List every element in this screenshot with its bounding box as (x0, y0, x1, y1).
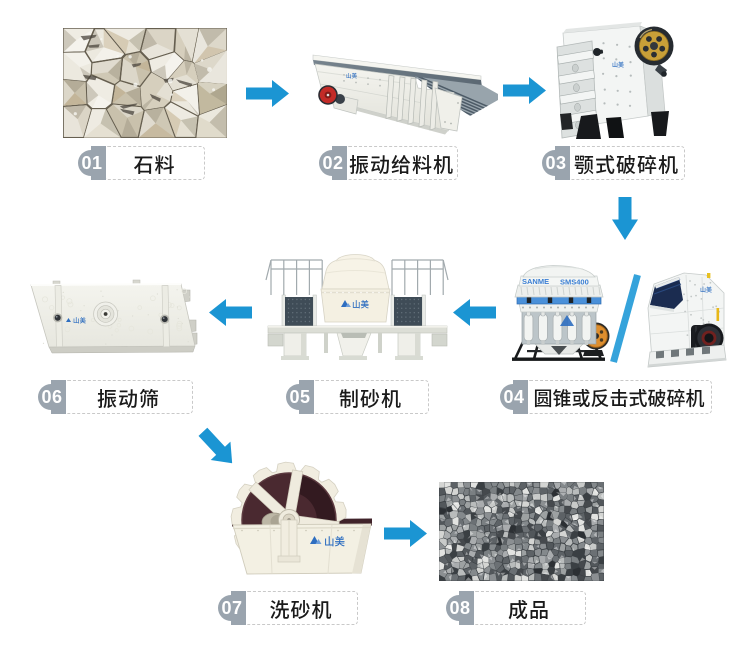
flow-arrow-6-diagonal (198, 427, 233, 464)
sand-washer-illustration: 山美 (230, 461, 372, 575)
cone-crusher-brand-name: SANME (522, 277, 549, 286)
sand-maker-brand-logo: 山美 (352, 299, 370, 311)
step-number-badge (78, 146, 106, 180)
step-number: 01 (81, 152, 103, 173)
step-number-badge (500, 380, 528, 414)
flow-arrow-3-down (612, 197, 638, 240)
finished-product-photo (439, 482, 604, 581)
screen-brand-logo: 山美 (73, 315, 87, 325)
step-number-badge (286, 380, 314, 414)
step-label-text: 成品 (508, 593, 550, 623)
step-label-text: 洗砂机 (269, 593, 333, 623)
step-number: 06 (41, 386, 63, 407)
step-number: 05 (289, 386, 311, 407)
step-label-02: 02 振动给料机 (319, 146, 458, 180)
jaw-crusher-illustration: 山美 (556, 22, 674, 139)
step-number: 04 (503, 386, 525, 407)
flow-arrow-4-left (453, 299, 496, 326)
step-number-badge (218, 591, 246, 625)
step-label-04: 04 圆锥或反击式破碎机 (500, 380, 712, 414)
flow-arrow-7-right (384, 520, 427, 547)
step-label-07: 07 洗砂机 (218, 591, 358, 625)
step-label-text: 振动筛 (97, 382, 160, 412)
step-number-badge (542, 146, 570, 180)
feeder-brand-logo: 山美 (346, 72, 358, 80)
step-number-badge (446, 591, 474, 625)
flow-arrow-1-right (246, 80, 289, 107)
or-separator-slash (610, 274, 641, 363)
step-number-badge (319, 146, 347, 180)
step-number: 07 (221, 597, 243, 618)
step-label-text: 石料 (133, 148, 176, 178)
step-label-05: 05 制砂机 (286, 380, 429, 414)
sand-making-machine-illustration: 山美 (265, 254, 449, 360)
jaw-crusher-brand-logo: 山美 (612, 60, 624, 69)
step-number: 03 (545, 152, 567, 173)
flow-arrow-5-left (209, 299, 252, 326)
step-label-text: 圆锥或反击式破碎机 (533, 383, 705, 411)
impact-crusher-brand-logo: 山美 (700, 285, 712, 294)
step-label-text: 制砂机 (339, 382, 402, 412)
step-label-06: 06 振动筛 (38, 380, 193, 414)
cone-crusher-illustration: SANME SMS400 (512, 265, 610, 361)
step-label-text: 颚式破碎机 (574, 148, 679, 178)
impact-crusher-illustration: 山美 (647, 272, 727, 368)
flow-arrow-2-right (503, 77, 546, 104)
step-number: 08 (449, 597, 471, 618)
sand-washer-brand-logo: 山美 (324, 534, 345, 549)
step-number: 02 (322, 152, 344, 173)
step-label-01: 01 石料 (78, 146, 205, 180)
step-label-08: 08 成品 (446, 591, 586, 625)
vibrating-feeder-illustration: 山美 (312, 54, 498, 135)
cone-crusher-model: SMS400 (560, 278, 589, 287)
stone-material-photo (63, 28, 227, 138)
step-label-03: 03 颚式破碎机 (542, 146, 685, 180)
vibrating-screen-illustration: 山美 (30, 279, 198, 354)
step-number-badge (38, 380, 66, 414)
step-label-text: 振动给料机 (349, 148, 454, 178)
